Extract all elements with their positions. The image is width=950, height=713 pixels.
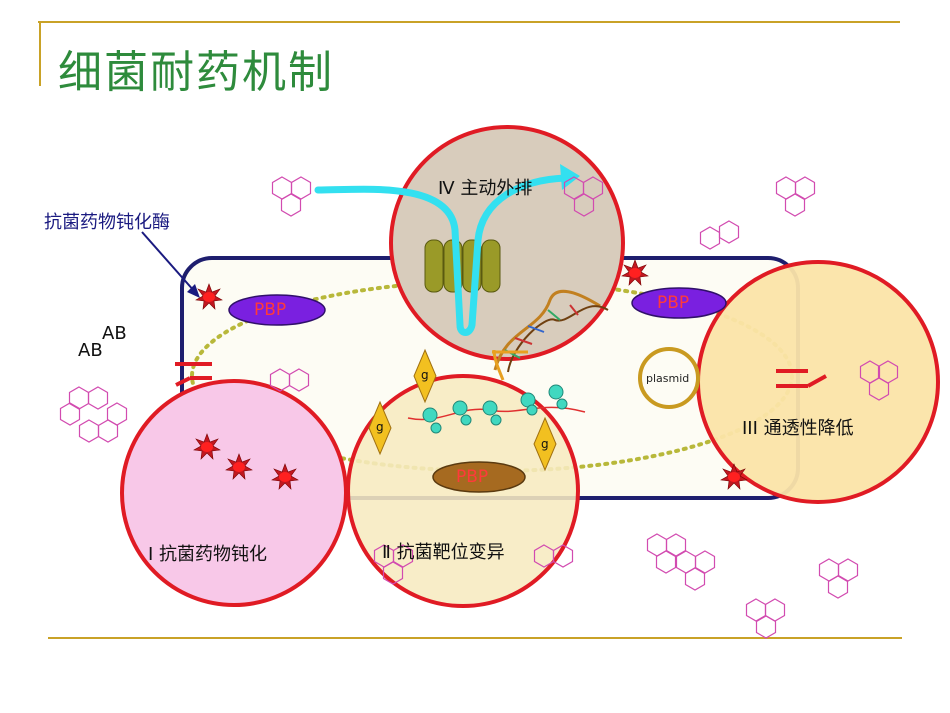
efflux-arrow [314, 174, 569, 336]
pbp-label-left: PBP [254, 300, 287, 320]
pbp-label-right: PBP [657, 293, 690, 313]
g-diamond-top [413, 348, 437, 404]
mechanism-1-circle [120, 379, 348, 607]
g-label-top: g [421, 368, 429, 382]
pbp-bottom [432, 461, 526, 493]
pbp-left [228, 294, 326, 326]
page-title: 细菌耐药机制 [58, 47, 334, 98]
mechanism-4-circle [389, 125, 625, 361]
enzyme-pointer-head [187, 284, 200, 298]
mechanism-1-label: Ⅰ 抗菌药物钝化 [148, 544, 268, 565]
g-label-right: g [541, 437, 549, 451]
g-label-left: g [376, 420, 384, 434]
mechanism-4-label: Ⅳ 主动外排 [438, 178, 533, 199]
mechanism-2-label: Ⅱ 抗菌靶位变异 [382, 542, 505, 563]
ab-label-2: AB [102, 323, 127, 344]
g-diamond-left [368, 400, 392, 456]
ribosome-chain [422, 384, 568, 434]
ab-label-1: AB [78, 340, 103, 361]
pbp-label-bottom: PBP [456, 467, 489, 487]
porin-channel-icon [175, 362, 827, 388]
pbp-right [631, 287, 727, 319]
mechanism-3-label: ⅠⅠⅠ 通透性降低 [742, 418, 854, 439]
plasmid-label: plasmid [646, 372, 690, 385]
g-diamond-right [533, 416, 557, 472]
enzyme-pointer [141, 231, 196, 293]
plasmid-ring [638, 347, 700, 409]
dna-helix-icon [492, 289, 609, 381]
enzyme-label: 抗菌药物钝化酶 [44, 212, 170, 233]
